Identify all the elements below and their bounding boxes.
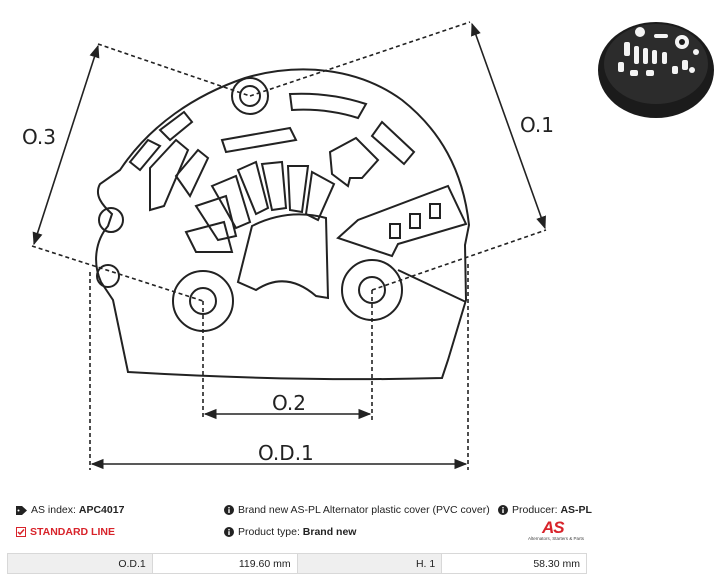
standard-line-badge: STANDARD LINE bbox=[16, 525, 115, 539]
spec-label-od1: O.D.1 bbox=[7, 553, 153, 574]
as-index-value: APC4017 bbox=[78, 504, 125, 516]
producer-value: AS-PL bbox=[560, 504, 592, 516]
description-line: Brand new AS-PL Alternator plastic cover… bbox=[224, 503, 490, 517]
product-type-line: Product type: Brand new bbox=[224, 525, 356, 539]
technical-drawing: O.3 O.1 O.2 O.D.1 bbox=[22, 21, 554, 470]
table-row: O.D.1 119.60 mm H. 1 58.30 mm bbox=[7, 553, 587, 574]
dim-label-o1: O.1 bbox=[520, 113, 554, 137]
info-icon bbox=[224, 505, 234, 516]
spec-value-od1: 119.60 mm bbox=[151, 553, 298, 574]
producer-line: Producer: AS-PL bbox=[498, 503, 592, 517]
product-type-label: Product type: bbox=[238, 526, 300, 538]
tag-icon bbox=[16, 505, 27, 515]
checkbox-icon bbox=[16, 527, 26, 538]
info-icon bbox=[498, 505, 508, 516]
as-index-label: AS index: bbox=[31, 504, 76, 516]
dim-label-o2: O.2 bbox=[272, 391, 306, 415]
info-icon bbox=[224, 527, 234, 538]
product-description: Brand new AS-PL Alternator plastic cover… bbox=[238, 504, 490, 516]
standard-line-label: STANDARD LINE bbox=[30, 526, 115, 538]
product-type-value: Brand new bbox=[302, 526, 357, 538]
cover-outline bbox=[95, 68, 471, 381]
logo-mark: AS bbox=[542, 518, 565, 537]
spec-value-h1: 58.30 mm bbox=[441, 553, 587, 574]
spec-table: O.D.1 119.60 mm H. 1 58.30 mm bbox=[7, 553, 587, 574]
spec-label-h1: H. 1 bbox=[296, 553, 443, 574]
product-photo bbox=[598, 22, 714, 118]
dim-line-o1 bbox=[471, 22, 546, 230]
dim-label-od1: O.D.1 bbox=[258, 441, 314, 465]
as-index-line: AS index: APC4017 bbox=[16, 503, 124, 517]
dim-label-o3: O.3 bbox=[22, 125, 56, 149]
producer-label: Producer: bbox=[512, 504, 558, 516]
dim-line-o3 bbox=[32, 44, 100, 246]
logo-tagline: Alternators, Starters & Parts bbox=[528, 536, 585, 541]
as-pl-logo: AS Alternators, Starters & Parts bbox=[528, 518, 588, 544]
